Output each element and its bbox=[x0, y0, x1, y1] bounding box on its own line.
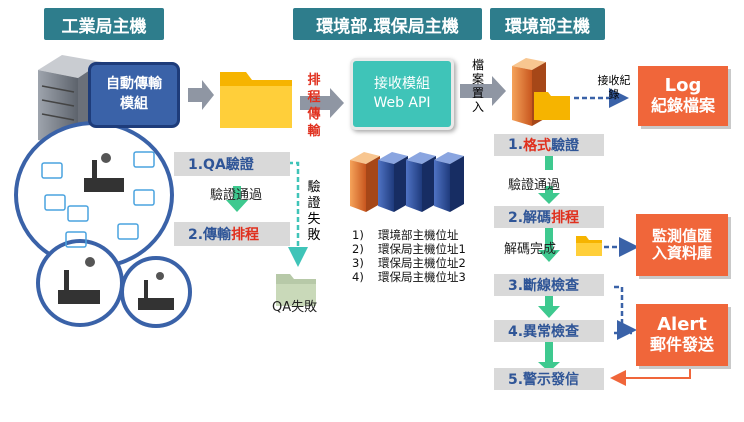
alert-box-line1: Alert bbox=[657, 314, 707, 336]
qa-fail-folder-icon bbox=[276, 274, 316, 306]
step3-label: 3.斷線檢查 bbox=[508, 278, 580, 294]
monitor-box-line1: 監測值匯 bbox=[651, 226, 712, 245]
step-qa-validation: 1.QA驗證 bbox=[174, 152, 290, 176]
step-transfer-prefix: 2.傳輸 bbox=[188, 227, 232, 243]
host-address-list: 1)環境部主機位址 2)環保局主機位址1 3)環保局主機位址2 4)環保局主機位… bbox=[352, 228, 466, 284]
step-alert-mail: 5.警示發信 bbox=[494, 368, 604, 390]
step-qa-validation-label: 1.QA驗證 bbox=[188, 157, 254, 173]
label-decode-done: 解碼完成 bbox=[504, 242, 557, 257]
step4-label: 4.異常檢查 bbox=[508, 324, 580, 340]
factory-circle-left bbox=[36, 239, 124, 327]
arrow-folder-to-receiver bbox=[300, 88, 344, 118]
step-decode-schedule: 2.解碼排程 bbox=[494, 206, 604, 228]
arrow-receiver-to-server bbox=[460, 76, 506, 106]
step2-prefix: 2.解碼 bbox=[508, 210, 552, 226]
label-qa-fail-folder: QA失敗 bbox=[272, 300, 318, 315]
label-qa-pass: 驗證通過 bbox=[210, 188, 263, 203]
header-moenv-host: 環境部主機 bbox=[490, 8, 605, 40]
epa-servers-icon bbox=[350, 152, 464, 212]
arrow-qa-to-transfer bbox=[226, 200, 248, 212]
host-address-item: 1)環境部主機位址 bbox=[352, 228, 459, 242]
alert-box-line2: 郵件發送 bbox=[649, 335, 714, 355]
step-disconnect-check: 3.斷線檢查 bbox=[494, 274, 604, 296]
step5-label: 5.警示發信 bbox=[508, 372, 580, 388]
step-transfer-highlight: 排程 bbox=[231, 227, 260, 243]
arrow-alert-to-step5 bbox=[610, 366, 691, 386]
receive-module-line1: 接收模組 bbox=[374, 76, 430, 93]
factory-icons bbox=[58, 153, 174, 310]
chip-icons bbox=[41, 151, 155, 248]
monitor-db-box: 監測值匯 入資料庫 bbox=[636, 214, 728, 276]
arrow-module-to-folder bbox=[188, 80, 214, 110]
monitor-box-line2: 入資料庫 bbox=[651, 244, 712, 262]
header-epa-host: 環境部.環保局主機 bbox=[293, 8, 482, 40]
folder-icon-decode bbox=[576, 236, 602, 256]
arrow-step3-to-alert bbox=[614, 285, 637, 340]
auto-transfer-module-label: 自動傳輸模組 bbox=[106, 76, 162, 112]
step-anomaly-check: 4.異常檢查 bbox=[494, 320, 604, 342]
host-address-item: 3)環保局主機位址2 bbox=[352, 256, 466, 270]
receive-module-line2: Web API bbox=[373, 95, 431, 111]
step-transfer-schedule: 2.傳輸排程 bbox=[174, 222, 290, 246]
factory-circle-right bbox=[120, 256, 192, 328]
arrow-qa-fail bbox=[288, 161, 308, 267]
host-address-item: 4)環保局主機位址3 bbox=[352, 270, 466, 284]
step1-highlight: 格式 bbox=[523, 138, 552, 154]
step-format-validation: 1.格式驗證 bbox=[494, 134, 604, 156]
step1-prefix: 1. bbox=[508, 137, 524, 153]
label-schedule-transfer: 排程傳輸 bbox=[307, 73, 321, 139]
step2-highlight: 排程 bbox=[551, 210, 580, 226]
label-file-placement: 檔案置入 bbox=[471, 58, 484, 114]
label-format-pass: 驗證通過 bbox=[508, 178, 561, 193]
moenv-server-icon bbox=[512, 58, 570, 126]
label-receive-record: 接收紀錄 bbox=[597, 74, 631, 101]
header-industrial-host: 工業局主機 bbox=[44, 8, 164, 40]
alert-email-box: Alert 郵件發送 bbox=[636, 304, 728, 366]
label-qa-fail: 驗證失敗 bbox=[307, 180, 321, 243]
folder-icon-left bbox=[220, 72, 292, 128]
receive-module-web-api: 接收模組 Web API bbox=[350, 58, 454, 130]
log-file-box: Log 紀錄檔案 bbox=[638, 66, 728, 126]
auto-transfer-module: 自動傳輸模組 bbox=[88, 62, 180, 128]
log-box-line1: Log bbox=[664, 75, 702, 97]
log-box-line2: 紀錄檔案 bbox=[650, 96, 715, 116]
host-address-item: 2)環保局主機位址1 bbox=[352, 242, 466, 256]
step1-suffix: 驗證 bbox=[551, 138, 580, 154]
